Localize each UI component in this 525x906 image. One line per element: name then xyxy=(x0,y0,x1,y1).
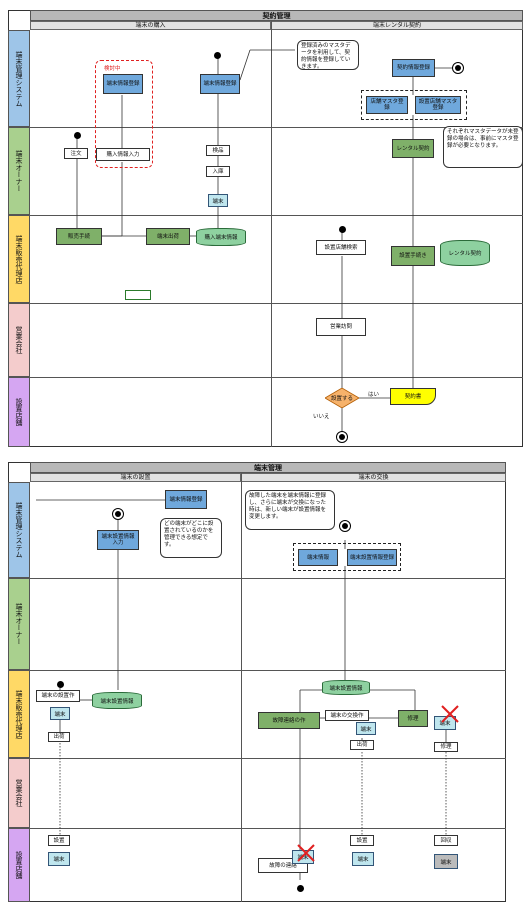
top-callout-master: それぞれマスタデータが未登録の場合は、事前にマスタ登録が必要となります。 xyxy=(443,126,523,168)
top-node-inspect: 検品 xyxy=(206,145,230,156)
bottom-db-install2: 端末設置情報 xyxy=(322,680,370,695)
bottom-node-terminal4: 端末 xyxy=(48,852,70,866)
top-node-master-place: 設置店舗マスタ登録 xyxy=(415,96,461,114)
top-agency-start xyxy=(339,226,346,233)
top-lane-system: 端末管理システム xyxy=(8,30,30,127)
top-node-ship: 端末出荷 xyxy=(146,228,190,245)
bottom-node-depart1: 出荷 xyxy=(48,732,70,742)
bottom-replace-frame xyxy=(293,543,401,571)
bottom-node-replace-reg: 端末設置情報登録 xyxy=(347,549,397,566)
bottom-node-terminal-reg: 端末情報 xyxy=(298,549,338,566)
bottom-node-depart2: 出荷 xyxy=(350,740,374,750)
bottom-node-repair: 修理 xyxy=(398,710,428,727)
top-decision-label: 設置する xyxy=(331,396,354,402)
top-end-circle2 xyxy=(336,431,348,443)
top-node-store-search: 設置店舗検索 xyxy=(316,240,366,255)
bottom-callout-replace: 故障した端末を端末情報に登録し、さらに端末が交換になった時は、新しい端末が設置情… xyxy=(245,490,335,530)
top-lane-store: 設置店舗 xyxy=(8,377,30,447)
bottom-node-terminal: 端末 xyxy=(50,707,70,720)
bottom-agency-start xyxy=(57,681,64,688)
bottom-lane-sales: 営業会社 xyxy=(8,758,30,828)
top-db-rental: レンタル契約 xyxy=(440,240,490,266)
bottom-node-terminal2: 端末 xyxy=(356,722,376,735)
top-decision: 設置する xyxy=(325,388,359,408)
bottom-node-collect: 回収 xyxy=(434,835,458,846)
top-end-circle xyxy=(452,62,464,74)
top-node-stock: 入庫 xyxy=(206,166,230,177)
top-start-dot xyxy=(214,52,221,59)
bottom-col1-header: 端末の設置 xyxy=(30,473,241,482)
bottom-db-install: 端末設置情報 xyxy=(92,692,142,709)
bottom-node-install2: 設置 xyxy=(350,835,374,846)
top-review-tag: 検討中 xyxy=(104,66,121,72)
top-node-rental-contract: レンタル契約 xyxy=(392,139,434,158)
bottom-node-terminal6: 端末 xyxy=(352,852,374,866)
bottom-node-install-task: 端末の設置作 xyxy=(36,690,80,702)
bottom-lane-agency: 端末販売代理店 xyxy=(8,670,30,758)
top-lane-divider xyxy=(30,377,523,378)
bottom-node-input-info: 端末設置情報入力 xyxy=(97,530,139,550)
top-node-visit: 営業訪問 xyxy=(316,318,366,336)
top-node-order: 注文 xyxy=(64,148,88,159)
bottom-lane-divider xyxy=(30,670,506,671)
bottom-col-divider xyxy=(241,473,242,902)
top-lane-divider xyxy=(30,215,523,216)
bottom-node-fault-report: 故障連絡の作 xyxy=(258,712,320,729)
bottom-node-terminal3: 端末 xyxy=(434,716,456,730)
top-callout-contract: 登録済みのマスタデータを利用して、契約情報を登録していきます。 xyxy=(297,40,359,70)
top-col-divider xyxy=(271,21,272,447)
bottom-lane-system: 端末管理システム xyxy=(8,482,30,578)
bottom-store-start xyxy=(297,885,304,892)
bottom-node-reg-info: 端末情報登録 xyxy=(165,490,207,509)
top-node-master-store: 店舗マスタ登録 xyxy=(366,96,408,114)
top-master-frame xyxy=(361,90,467,120)
top-node-terminal: 端末 xyxy=(208,194,228,207)
bottom-callout-install: どの端末がどこに設置されているのかを管理できる想定です。 xyxy=(160,518,222,558)
top-label-yes: はい xyxy=(368,392,380,398)
bottom-start-circle2 xyxy=(339,520,351,532)
bottom-lane-divider xyxy=(30,578,506,579)
bottom-node-return: 修理 xyxy=(434,742,458,752)
bottom-lane-divider xyxy=(30,828,506,829)
top-lane-owner: 端末オーナー xyxy=(8,127,30,215)
bottom-lane-owner: 端末オーナー xyxy=(8,578,30,670)
bottom-lane-divider xyxy=(30,758,506,759)
bottom-start-circle xyxy=(112,508,124,520)
top-legend-box xyxy=(125,290,151,300)
bottom-node-replace-task: 端末の交換作 xyxy=(325,710,369,721)
top-lane-divider xyxy=(30,127,523,128)
top-node-sale-proc: 販売手続 xyxy=(56,228,102,245)
top-lane-sales: 営業会社 xyxy=(8,303,30,377)
bottom-node-terminal7: 端末 xyxy=(434,854,458,869)
top-node-contract-doc: 契約書 xyxy=(390,388,436,405)
top-col1-header: 端末の購入 xyxy=(30,21,271,30)
top-node-reg-info3: 契約情報登録 xyxy=(392,59,435,77)
top-review-frame xyxy=(95,60,153,168)
top-node-reg-info1: 端末情報登録 xyxy=(103,74,143,94)
top-db-purchase: 購入端末情報 xyxy=(196,228,246,246)
bottom-node-install: 設置 xyxy=(48,835,70,846)
top-node-purchase-input: 購入情報入力 xyxy=(96,148,150,161)
top-node-install-proc: 設置手続き xyxy=(391,246,435,266)
bottom-title: 端末管理 xyxy=(30,462,506,473)
top-lane-agency: 端末販売代理店 xyxy=(8,215,30,303)
top-title: 契約管理 xyxy=(30,10,523,21)
top-node-reg-info2: 端末情報登録 xyxy=(200,74,240,94)
bottom-lane-store: 設置店舗 xyxy=(8,828,30,902)
top-label-no: いいえ xyxy=(313,414,330,420)
top-owner-start xyxy=(74,132,81,139)
top-lane-divider xyxy=(30,303,523,304)
